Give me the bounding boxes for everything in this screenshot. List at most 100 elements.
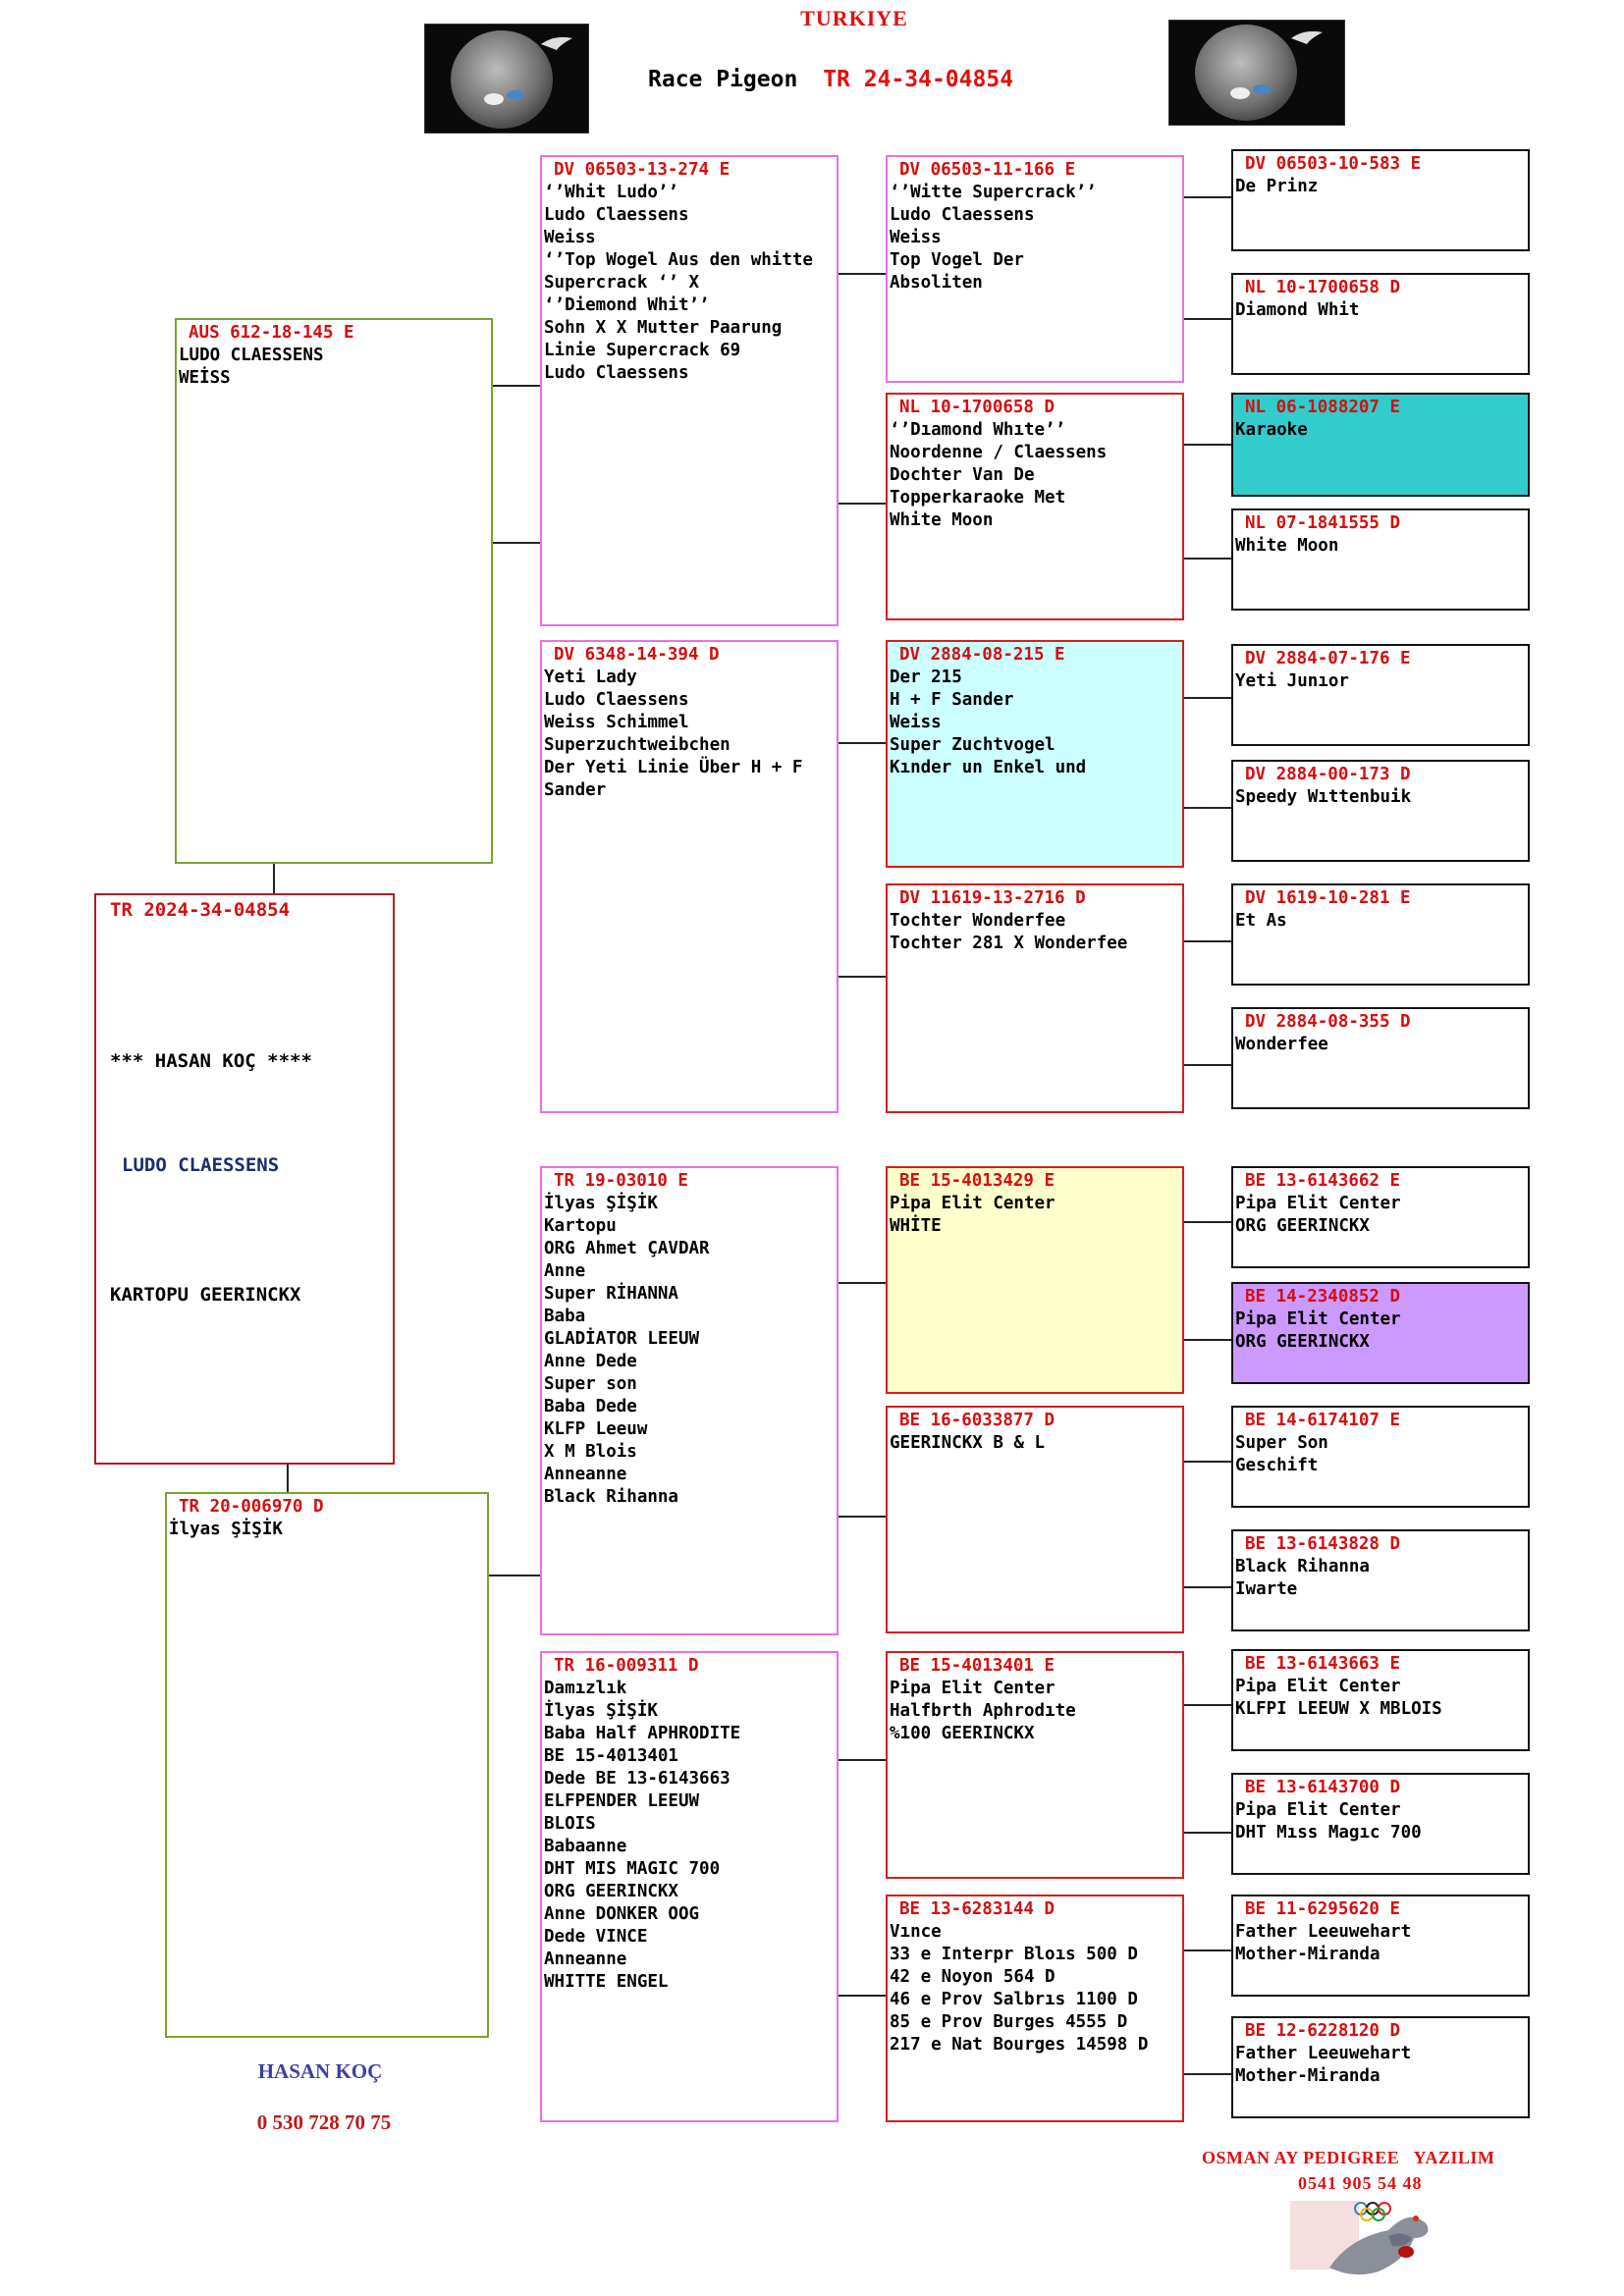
gen2-line: ELFPENDER LEEUW	[544, 1791, 700, 1811]
gen4-card-11: BE 14-6174107 E Super Son Geschift	[1231, 1406, 1530, 1508]
gen3-line: WHİTE	[890, 1216, 942, 1236]
gen3-ring: BE 13-6283144 D	[899, 1899, 1056, 1919]
gen4-ring: BE 13-6143662 E	[1245, 1171, 1401, 1191]
gen3-line: White Moon	[890, 510, 994, 530]
gen4-ring: BE 13-6143663 E	[1245, 1654, 1401, 1674]
gen4-ring: DV 2884-08-355 D	[1245, 1012, 1411, 1032]
gen2-ring: DV 06503-13-274 E	[554, 160, 731, 180]
gen2-line: Superzuchtweibchen	[544, 735, 731, 755]
gen3-line: Halfbrth Aphrodıte	[890, 1701, 1076, 1721]
gen4-line: Father Leeuwehart	[1235, 1922, 1412, 1942]
gen2-line: Weiss	[544, 228, 596, 247]
gen2-line: Sander	[544, 780, 607, 800]
gen4-card-4: NL 07-1841555 D White Moon	[1231, 508, 1530, 611]
connector	[839, 976, 886, 978]
gen2-line: Anneanne	[544, 1949, 627, 1969]
gen2-ring: TR 19-03010 E	[554, 1171, 688, 1191]
gen4-line: Pipa Elit Center	[1235, 1677, 1401, 1696]
gen2-line: X M Blois	[544, 1442, 637, 1462]
gen2-line: Super RİHANNA	[544, 1284, 678, 1304]
gen3-line: %100 GEERINCKX	[890, 1724, 1035, 1743]
title-label: Race Pigeon	[648, 67, 798, 92]
connector	[1184, 1064, 1231, 1066]
connector	[1184, 1832, 1231, 1834]
connector	[839, 742, 886, 744]
gen2-line: Dede VINCE	[544, 1927, 648, 1947]
gen3-ring: DV 11619-13-2716 D	[899, 888, 1086, 908]
page-title: Race Pigeon TR 24-34-04854	[648, 67, 1100, 92]
connector	[839, 1516, 886, 1518]
dam-card: TR 20-006970 D İlyas ŞİŞİK	[165, 1492, 489, 2038]
gen3-line: 85 e Prov Burges 4555 D	[890, 2012, 1128, 2032]
main-bird-owner: *** HASAN KOÇ ****	[110, 1050, 312, 1072]
gen3-card-8: BE 13-6283144 D Vınce 33 e Interpr Bloıs…	[886, 1895, 1184, 2122]
gen4-ring: DV 2884-07-176 E	[1245, 649, 1411, 668]
gen2-line: ‘’Top Wogel Aus den whitte	[544, 250, 813, 270]
gen3-line: 42 e Noyon 564 D	[890, 1967, 1056, 1987]
connector	[1184, 940, 1231, 942]
country-title: TURKIYE	[800, 6, 908, 30]
gen3-line: Absoliten	[890, 273, 983, 293]
connector	[1184, 444, 1231, 446]
gen3-line: Topperkaraoke Met	[890, 488, 1066, 507]
connector	[839, 273, 886, 275]
gen2-line: ORG Ahmet ÇAVDAR	[544, 1239, 710, 1258]
gen3-line: Super Zuchtvogel	[890, 735, 1056, 755]
gen2-line: Baba Dede	[544, 1397, 637, 1416]
gen3-line: Tochter 281 X Wonderfee	[890, 934, 1128, 953]
gen4-line: Pipa Elit Center	[1235, 1194, 1401, 1213]
connector	[1184, 1704, 1231, 1706]
gen4-ring: NL 10-1700658 D	[1245, 278, 1401, 297]
gen2-line: KLFP Leeuw	[544, 1419, 648, 1439]
gen2-line: GLADİATOR LEEUW	[544, 1329, 700, 1349]
connector	[839, 503, 886, 505]
gen3-ring: DV 2884-08-215 E	[899, 645, 1065, 665]
gen4-card-14: BE 13-6143700 D Pipa Elit Center DHT Mıs…	[1231, 1773, 1530, 1875]
gen4-line: White Moon	[1235, 536, 1339, 556]
sire-line: WEİSS	[179, 368, 231, 388]
gen2-line: ORG GEERINCKX	[544, 1882, 678, 1901]
gen3-line: 217 e Nat Bourges 14598 D	[890, 2035, 1149, 2055]
gen4-card-10: BE 14-2340852 D Pipa Elit Center ORG GEE…	[1231, 1282, 1530, 1384]
gen4-ring: NL 06-1088207 E	[1245, 398, 1401, 417]
gen3-ring: BE 16-6033877 D	[899, 1411, 1056, 1430]
gen2-line: WHITTE ENGEL	[544, 1972, 669, 1992]
gen3-card-7: BE 15-4013401 E Pipa Elit Center Halfbrt…	[886, 1651, 1184, 1879]
gen4-line: Yeti Junıor	[1235, 671, 1349, 691]
gen3-ring: BE 15-4013429 E	[899, 1171, 1056, 1191]
gen4-ring: DV 2884-00-173 D	[1245, 765, 1411, 784]
gen2-line: Anne	[544, 1261, 586, 1281]
connector	[839, 1282, 886, 1284]
gen2-line: Supercrack ‘’ X	[544, 273, 700, 293]
gen4-line: Super Son	[1235, 1433, 1328, 1453]
gen3-line: ‘’Dıamond Whıte’’	[890, 420, 1066, 440]
connector	[1184, 1221, 1231, 1223]
connector	[1184, 318, 1231, 320]
gen4-ring: DV 1619-10-281 E	[1245, 888, 1411, 908]
sire-card: AUS 612-18-145 E LUDO CLAESSENS WEİSS	[175, 318, 493, 864]
connector	[493, 385, 540, 387]
gen2-card-2: DV 6348-14-394 D Yeti Lady Ludo Claessen…	[540, 640, 839, 1113]
gen3-ring: BE 15-4013401 E	[899, 1656, 1056, 1676]
gen2-line: Linie Supercrack 69	[544, 341, 741, 360]
main-bird-name: KARTOPU GEERINCKX	[110, 1284, 301, 1306]
sire-ring: AUS 612-18-145 E	[189, 323, 354, 343]
gen4-line: Black Rihanna	[1235, 1557, 1370, 1576]
gen4-ring: DV 06503-10-583 E	[1245, 154, 1422, 174]
gen3-card-1: DV 06503-11-166 E ‘’Witte Supercrack’’ L…	[886, 155, 1184, 383]
gen4-line: Pipa Elit Center	[1235, 1309, 1401, 1329]
gen4-ring: BE 13-6143700 D	[1245, 1778, 1401, 1797]
connector	[493, 542, 540, 544]
gen2-line: BLOIS	[544, 1814, 596, 1834]
dam-line: İlyas ŞİŞİK	[169, 1520, 283, 1539]
connector	[839, 1759, 886, 1761]
gen3-line: Der 215	[890, 667, 962, 687]
connector	[1184, 1949, 1231, 1951]
moon-pigeon-logo-icon	[1168, 20, 1345, 126]
gen4-card-7: DV 1619-10-281 E Et As	[1231, 883, 1530, 986]
gen3-line: 46 e Prov Salbrıs 1100 D	[890, 1990, 1138, 2009]
gen4-card-16: BE 12-6228120 D Father Leeuwehart Mother…	[1231, 2016, 1530, 2118]
gen4-card-9: BE 13-6143662 E Pipa Elit Center ORG GEE…	[1231, 1166, 1530, 1268]
gen3-ring: DV 06503-11-166 E	[899, 160, 1076, 180]
gen4-line: Mother-Miranda	[1235, 2066, 1380, 2086]
